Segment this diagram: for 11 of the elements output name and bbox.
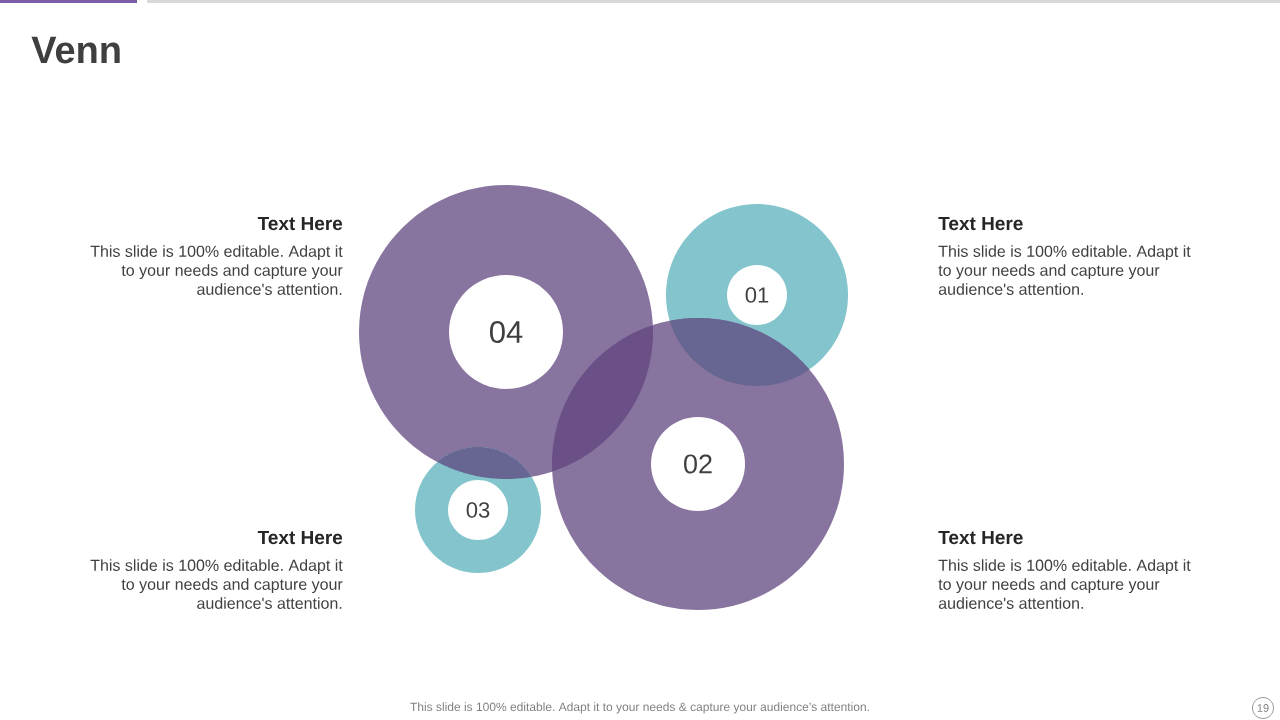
heading: Text Here [257,216,343,231]
heading: Text Here [938,216,1023,231]
body-text: This slide is 100% editable. Adapt it to your needs and capture your audience's attention. [938,559,1191,609]
footer-text: This slide is 100% editable. Adapt it to your needs & capture your audience’s attention. [410,702,869,714]
heading: Text Here [938,530,1023,545]
page-number: 19 [1252,697,1274,719]
heading: Text Here [257,530,343,545]
body-text: This slide is 100% editable. Adapt it to your needs and capture your audience's attention. [938,245,1191,295]
slide-title: Venn [31,36,120,64]
body-text: This slide is 100% editable. Adapt it to your needs and capture your audience's attention. [90,559,343,609]
body-text: This slide is 100% editable. Adapt it to your needs and capture your audience's attention. [90,245,343,295]
